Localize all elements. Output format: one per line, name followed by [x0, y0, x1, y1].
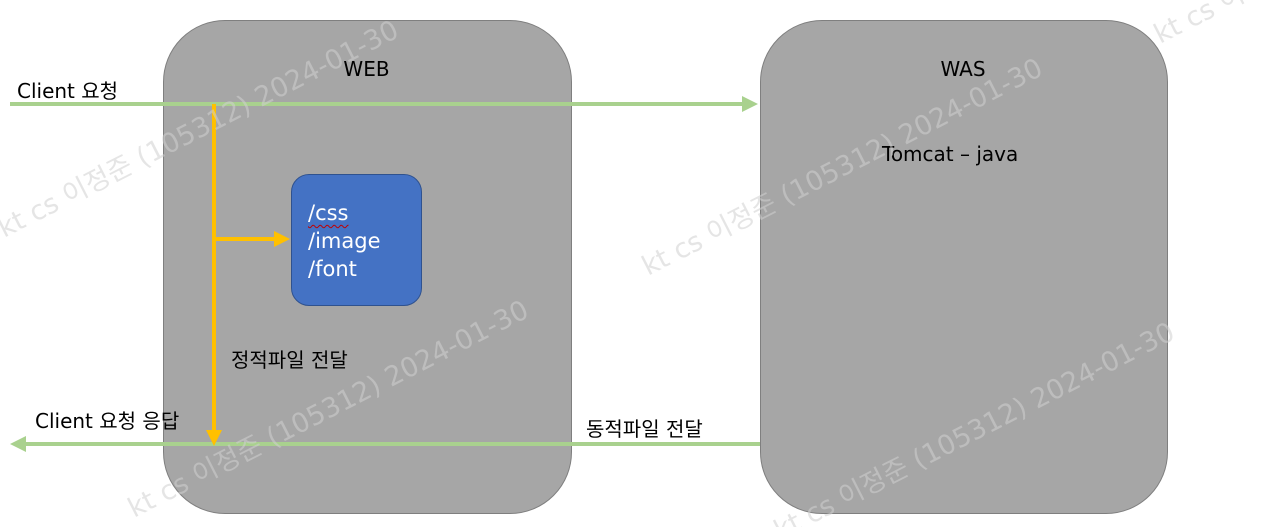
static-branch-arrowhead [274, 231, 290, 247]
static-resource-css: /css [308, 201, 349, 225]
client-response-arrowhead [10, 436, 26, 452]
was-server-box [760, 20, 1168, 514]
dynamic-delivery-label: 동적파일 전달 [586, 417, 703, 441]
client-response-label: Client 요청 응답 [35, 409, 180, 433]
static-path-arrowhead-down [206, 430, 222, 446]
web-server-title: WEB [343, 57, 390, 81]
client-request-label: Client 요청 [17, 79, 119, 103]
static-delivery-label: 정적파일 전달 [231, 348, 348, 372]
was-server-title: WAS [940, 57, 986, 81]
was-runtime-label: Tomcat – java [882, 142, 1019, 166]
static-resource-image: /image [308, 229, 381, 253]
static-resource-font: /font [308, 257, 357, 281]
static-resources-box: /css /image /font [291, 174, 422, 306]
client-request-arrowhead [742, 96, 758, 112]
